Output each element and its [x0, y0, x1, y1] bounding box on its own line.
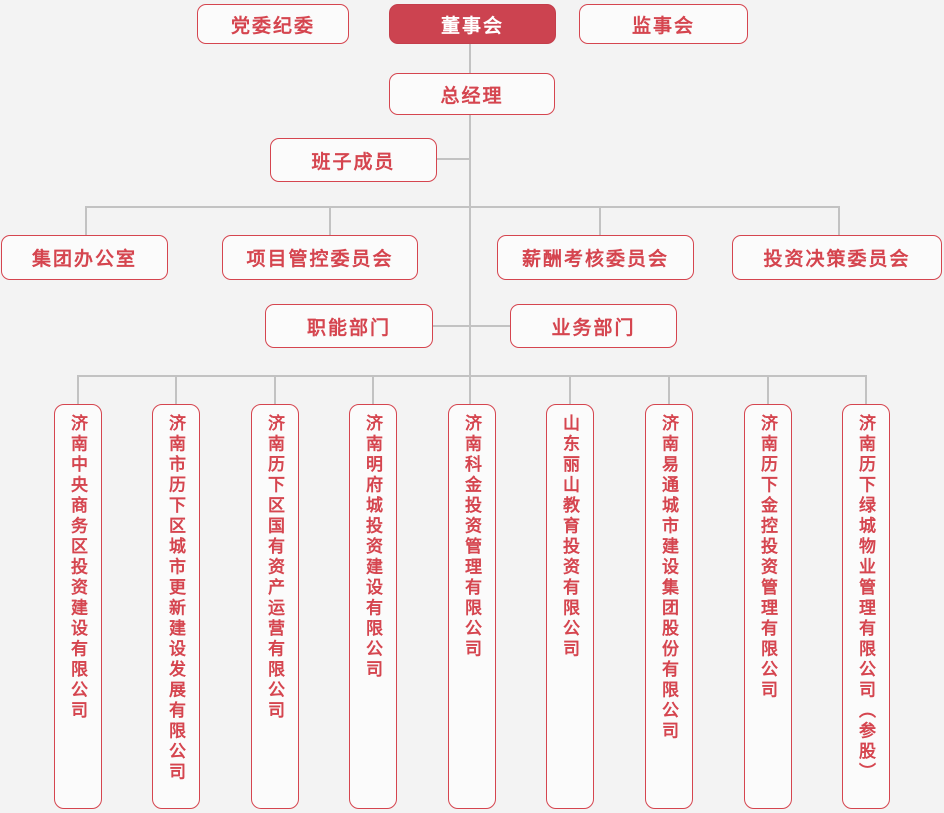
node-group-office: 集团办公室: [1, 235, 168, 280]
connector-drop-subsidiary-4: [372, 376, 374, 405]
connector-drop-compensation: [599, 207, 601, 236]
connector-leadership-team: [436, 158, 470, 160]
node-subsidiary-5: 济南科金投资管理有限公司: [448, 404, 496, 809]
connector-drop-group-office: [85, 207, 87, 236]
connector-drop-subsidiary-8: [767, 376, 769, 405]
node-business-departments: 业务部门: [510, 304, 677, 348]
node-compensation-assessment-committee: 薪酬考核委员会: [497, 235, 694, 280]
node-investment-decision-committee: 投资决策委员会: [732, 235, 942, 280]
connector-subsidiaries-rail: [77, 375, 867, 377]
connector-drop-subsidiary-1: [77, 376, 79, 405]
connector-drop-investment: [838, 207, 840, 236]
node-project-control-committee: 项目管控委员会: [222, 235, 418, 280]
connector-drop-subsidiary-9: [865, 376, 867, 405]
node-subsidiary-2: 济南市历下区城市更新建设发展有限公司: [152, 404, 200, 809]
node-subsidiary-4: 济南明府城投资建设有限公司: [349, 404, 397, 809]
node-subsidiary-1: 济南中央商务区投资建设有限公司: [54, 404, 102, 809]
connector-spine-board-to-gm: [469, 44, 471, 74]
connector-drop-subsidiary-3: [274, 376, 276, 405]
node-subsidiary-7: 济南易通城市建设集团股份有限公司: [645, 404, 693, 809]
node-board-of-directors: 董事会: [389, 4, 556, 44]
node-functional-departments: 职能部门: [265, 304, 433, 348]
connector-committees-rail: [85, 206, 840, 208]
node-subsidiary-9: 济南历下绿城物业管理有限公司（参股）: [842, 404, 890, 809]
node-subsidiary-3: 济南历下区国有资产运营有限公司: [251, 404, 299, 809]
node-party-discipline-committee: 党委纪委: [197, 4, 349, 44]
connector-departments: [432, 325, 511, 327]
connector-drop-subsidiary-7: [668, 376, 670, 405]
node-subsidiary-6: 山东丽山教育投资有限公司: [546, 404, 594, 809]
connector-drop-subsidiary-6: [569, 376, 571, 405]
connector-drop-project-control: [329, 207, 331, 236]
connector-drop-subsidiary-2: [175, 376, 177, 405]
node-leadership-team: 班子成员: [270, 138, 437, 182]
node-supervisory-board: 监事会: [579, 4, 748, 44]
connector-spine-main: [469, 114, 471, 404]
node-general-manager: 总经理: [389, 73, 555, 115]
node-subsidiary-8: 济南历下金控投资管理有限公司: [744, 404, 792, 809]
